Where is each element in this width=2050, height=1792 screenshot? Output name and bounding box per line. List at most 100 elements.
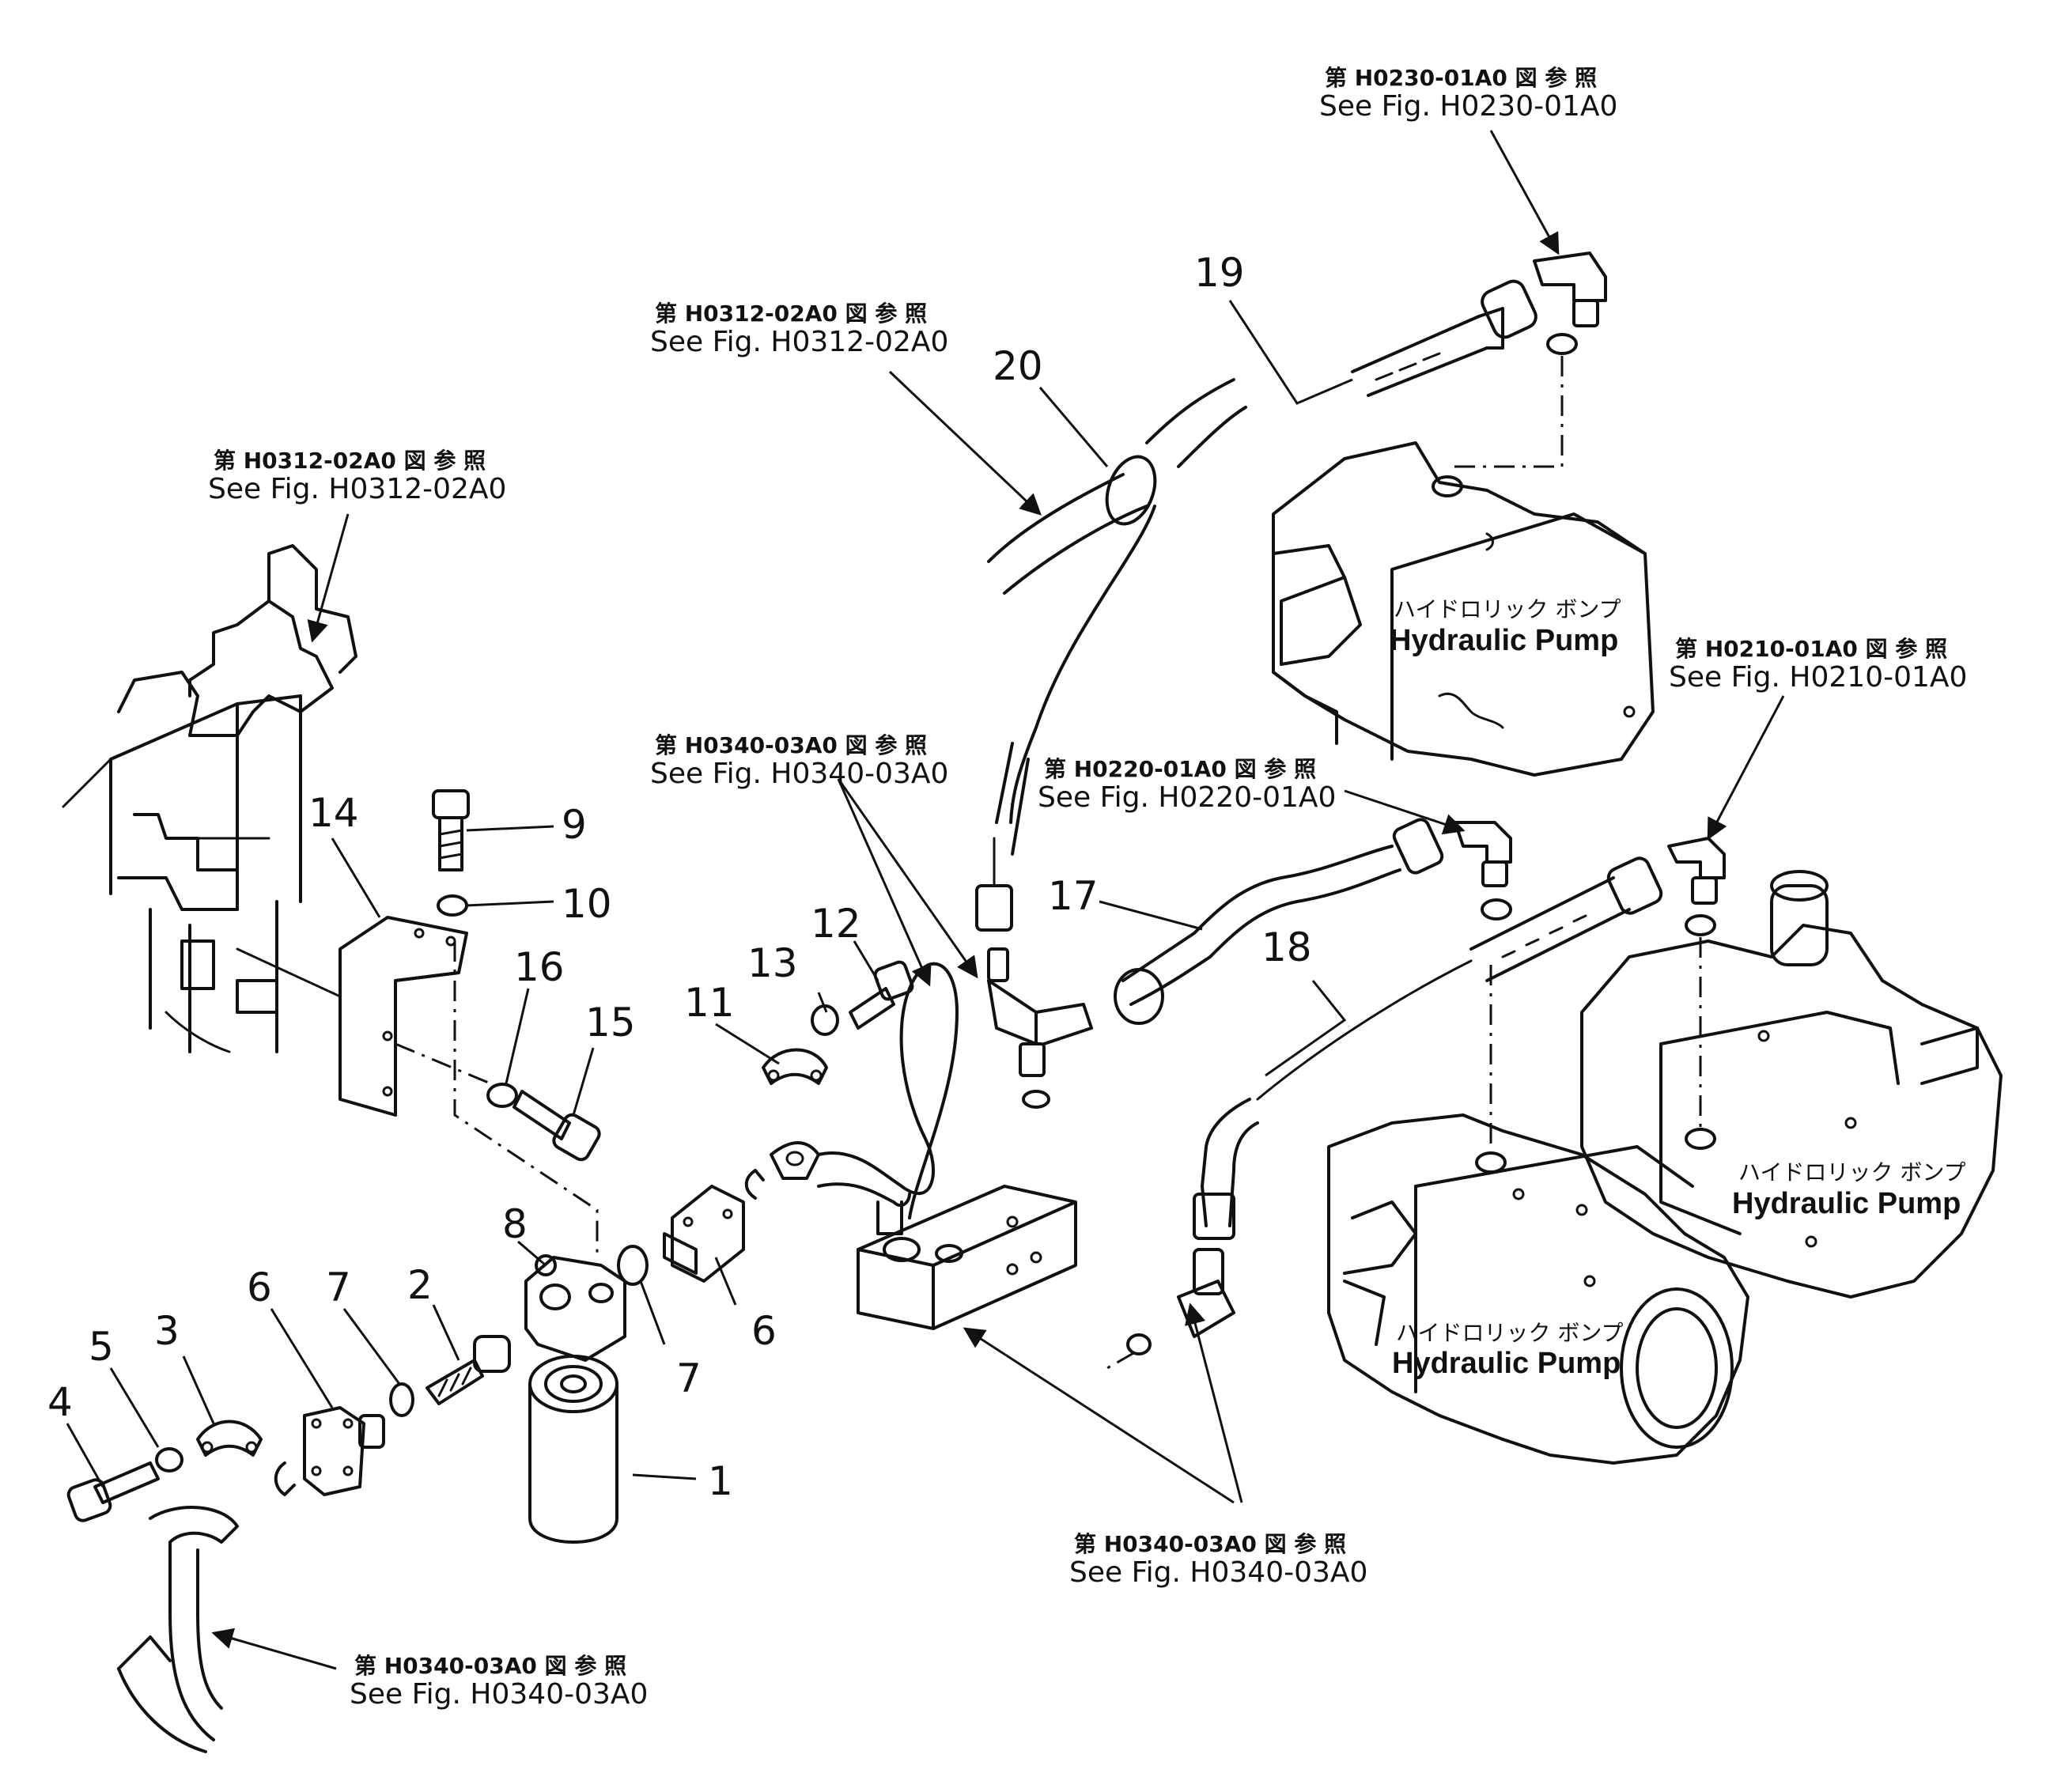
ref-h0210-jp: 第 H0210-01A0 図 参 照 bbox=[1675, 636, 1947, 662]
elbow-h0230 bbox=[1533, 251, 1607, 327]
pump-label-right: ハイドロリック ボンプ Hydraulic Pump bbox=[1732, 1159, 1966, 1220]
callout-3: 3 bbox=[154, 1308, 180, 1354]
ref-h0340-left-en: See Fig. H0340-03A0 bbox=[350, 1678, 648, 1711]
washer-lower bbox=[1126, 1333, 1152, 1355]
callout-17: 17 bbox=[1048, 873, 1099, 919]
callout-7-mid: 7 bbox=[676, 1355, 702, 1401]
pump-label-bottom: ハイドロリック ボンプ Hydraulic Pump bbox=[1392, 1320, 1624, 1380]
callout-11: 11 bbox=[684, 980, 735, 1026]
hose-19 bbox=[1351, 279, 1538, 397]
ref-h0312-left-en: See Fig. H0312-02A0 bbox=[208, 473, 506, 505]
pump-bottom-en: Hydraulic Pump bbox=[1392, 1347, 1621, 1380]
washer-10 bbox=[437, 894, 468, 917]
ref-h0210-en: See Fig. H0210-01A0 bbox=[1669, 661, 1967, 694]
callout-4: 4 bbox=[47, 1379, 73, 1425]
hose-18 bbox=[1193, 856, 1663, 1240]
hose-20 bbox=[975, 378, 1247, 932]
ref-h0340-mid: 第 H0340-03A0 図 参 照 See Fig. H0340-03A0 bbox=[650, 732, 948, 790]
callout-6-left: 6 bbox=[247, 1265, 272, 1310]
bolt-4 bbox=[66, 1461, 160, 1522]
ref-h0230-en: See Fig. H0230-01A0 bbox=[1319, 90, 1617, 123]
ref-h0340-mid-jp: 第 H0340-03A0 図 参 照 bbox=[655, 732, 927, 758]
callout-6-mid: 6 bbox=[751, 1308, 777, 1354]
flange-6-left bbox=[303, 1406, 385, 1496]
pump-right-jp: ハイドロリック ボンプ bbox=[1738, 1159, 1966, 1185]
half-clamp-3 bbox=[196, 1420, 263, 1457]
leader-lines bbox=[66, 300, 1353, 1488]
callout-8: 8 bbox=[502, 1201, 528, 1247]
callout-5: 5 bbox=[89, 1324, 114, 1370]
hydraulic-pump-bottom bbox=[1327, 1113, 1749, 1465]
suction-hose-left bbox=[117, 1506, 239, 1753]
ref-h0340-mid-en: See Fig. H0340-03A0 bbox=[650, 758, 948, 790]
snap-ring-mid bbox=[744, 1169, 765, 1200]
callout-19: 19 bbox=[1194, 250, 1245, 296]
pump-top-jp: ハイドロリック ボンプ bbox=[1394, 596, 1621, 622]
ref-h0220-jp: 第 H0220-01A0 図 参 照 bbox=[1044, 756, 1316, 782]
ref-h0340-left: 第 H0340-03A0 図 参 照 See Fig. H0340-03A0 bbox=[350, 1653, 648, 1711]
ref-h0230-jp: 第 H0230-01A0 図 参 照 bbox=[1325, 65, 1597, 91]
filter-pipe bbox=[770, 962, 959, 1235]
callout-12: 12 bbox=[811, 901, 861, 947]
callout-10: 10 bbox=[562, 881, 612, 927]
o-ring-7-mid bbox=[617, 1245, 649, 1286]
washer-h0210 bbox=[1685, 914, 1716, 936]
ref-h0220: 第 H0220-01A0 図 参 照 See Fig. H0220-01A0 bbox=[1038, 756, 1336, 814]
filter-1 bbox=[528, 1355, 618, 1544]
washer-h0220 bbox=[1481, 898, 1512, 921]
hydraulic-pump-top bbox=[1272, 441, 1655, 777]
callout-13: 13 bbox=[747, 940, 798, 986]
bolt-9 bbox=[432, 789, 470, 871]
tee-fitting bbox=[987, 947, 1093, 1109]
o-ring-7-left bbox=[389, 1382, 414, 1417]
bracket-14 bbox=[339, 916, 599, 1257]
ref-h0312-left-jp: 第 H0312-02A0 図 参 照 bbox=[214, 448, 486, 474]
washer-16 bbox=[486, 1083, 518, 1108]
hose-17 bbox=[1114, 818, 1444, 1025]
ref-h0340-bottom-jp: 第 H0340-03A0 図 参 照 bbox=[1074, 1531, 1346, 1557]
bolt-12 bbox=[849, 960, 914, 1030]
ref-h0340-bottom: 第 H0340-03A0 図 参 照 See Fig. H0340-03A0 bbox=[1069, 1531, 1367, 1589]
nipple-2 bbox=[426, 1335, 511, 1405]
ref-h0340-bottom-en: See Fig. H0340-03A0 bbox=[1069, 1556, 1367, 1589]
callout-2: 2 bbox=[407, 1262, 433, 1308]
snap-ring-left bbox=[274, 1461, 296, 1496]
clamp-11 bbox=[762, 1048, 828, 1085]
elbow-lower bbox=[1177, 1248, 1235, 1338]
pump-bottom-jp: ハイドロリック ボンプ bbox=[1396, 1320, 1624, 1346]
ref-h0230: 第 H0230-01A0 図 参 照 See Fig. H0230-01A0 bbox=[1319, 65, 1617, 123]
callout-20: 20 bbox=[993, 343, 1043, 389]
pump-right-en: Hydraulic Pump bbox=[1732, 1187, 1961, 1220]
ref-h0210: 第 H0210-01A0 図 参 照 See Fig. H0210-01A0 bbox=[1669, 636, 1967, 694]
pump-label-top: ハイドロリック ボンプ Hydraulic Pump bbox=[1390, 596, 1621, 657]
centerline-lower bbox=[1106, 1351, 1136, 1370]
frame-structure bbox=[62, 544, 357, 1053]
callout-9: 9 bbox=[562, 802, 587, 848]
ref-h0312-left: 第 H0312-02A0 図 参 照 See Fig. H0312-02A0 bbox=[208, 448, 506, 505]
centerline-h0230 bbox=[1447, 356, 1564, 468]
washer-5 bbox=[155, 1447, 183, 1473]
flange-6-mid bbox=[663, 1185, 745, 1283]
callout-numbers: 1 2 3 4 5 6 6 7 7 8 9 10 11 12 13 14 15 … bbox=[47, 250, 1312, 1504]
ref-h0312-top-en: See Fig. H0312-02A0 bbox=[650, 326, 948, 358]
callout-15: 15 bbox=[585, 1000, 636, 1045]
ref-h0340-left-jp: 第 H0340-03A0 図 参 照 bbox=[354, 1653, 626, 1679]
washer-h0230 bbox=[1546, 333, 1578, 355]
callout-18: 18 bbox=[1261, 924, 1312, 970]
ref-h0220-en: See Fig. H0220-01A0 bbox=[1038, 781, 1336, 814]
ref-h0312-top: 第 H0312-02A0 図 参 照 See Fig. H0312-02A0 bbox=[650, 301, 948, 358]
ref-h0312-top-jp: 第 H0312-02A0 図 参 照 bbox=[655, 301, 927, 327]
filter-head-8 bbox=[524, 1254, 626, 1362]
hydraulic-pump-right bbox=[1580, 870, 2003, 1299]
manifold-block bbox=[857, 1185, 1077, 1330]
callout-7-left: 7 bbox=[326, 1265, 351, 1310]
elbow-h0220 bbox=[1454, 821, 1512, 887]
callout-1: 1 bbox=[708, 1458, 733, 1504]
elbow-h0210 bbox=[1667, 837, 1726, 905]
bolt-15 bbox=[512, 1090, 601, 1162]
callout-14: 14 bbox=[308, 790, 359, 836]
pump-top-en: Hydraulic Pump bbox=[1390, 624, 1618, 657]
callout-16: 16 bbox=[514, 944, 565, 990]
reference-arrows bbox=[211, 130, 1785, 1670]
